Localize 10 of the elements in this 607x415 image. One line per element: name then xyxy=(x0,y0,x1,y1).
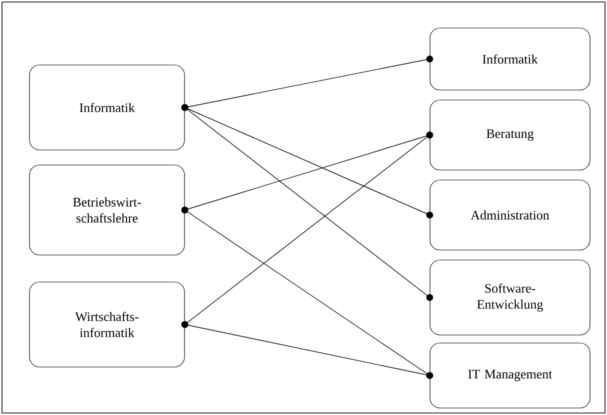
rounded-box: Informatik xyxy=(430,28,590,90)
rounded-box: Betriebswirt-schaftslehre xyxy=(29,164,185,256)
rounded-box: Software-Entwicklung xyxy=(430,260,590,336)
connector xyxy=(181,104,434,301)
connector xyxy=(181,321,434,379)
rounded-box: Wirtschafts-informatik xyxy=(29,282,185,368)
rounded-box: Beratung xyxy=(430,100,590,170)
rounded-box: Administration xyxy=(430,180,590,250)
rounded-box: IT Management xyxy=(430,342,590,408)
rounded-box: Informatik xyxy=(29,64,185,150)
